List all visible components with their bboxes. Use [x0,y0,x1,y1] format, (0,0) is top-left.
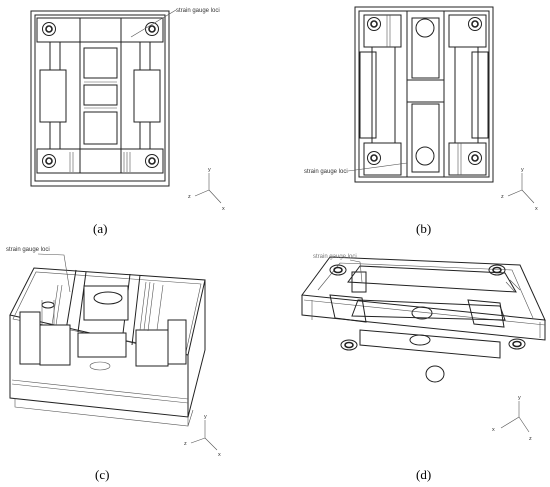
svg-text:y: y [521,167,524,173]
panel-a-annotation: strain gauge loci [176,8,220,14]
svg-text:y: y [208,167,211,173]
svg-text:y: y [518,395,521,401]
svg-text:z: z [501,194,504,200]
svg-text:y: y [204,414,207,420]
panel-b-axes: y z x [501,167,538,212]
panel-b-annotation: strain gauge loci [304,169,348,175]
panel-a-caption: (a) [93,221,107,236]
panel-a-drawing [30,9,177,187]
panel-d-annotation: strain gauge loci [313,254,357,260]
panel-c-annotation: strain gauge loci [6,247,50,253]
svg-text:z: z [184,441,187,447]
svg-text:z: z [529,436,532,442]
panel-c-axes: y z x [184,414,221,458]
panel-a-axes: y z x [188,167,225,212]
panel-c-caption: (c) [95,467,109,482]
panel-c-drawing [9,253,206,427]
panel-b-caption: (b) [416,221,431,236]
svg-text:x: x [492,427,495,433]
svg-text:z: z [188,194,191,200]
panel-b-drawing [347,6,494,183]
panel-d-axes: y x z [492,395,532,442]
panel-d-caption: (d) [416,467,431,482]
svg-text:x: x [222,206,225,212]
svg-text:x: x [535,206,538,212]
panel-d-drawing [301,256,546,383]
svg-text:x: x [218,452,221,458]
